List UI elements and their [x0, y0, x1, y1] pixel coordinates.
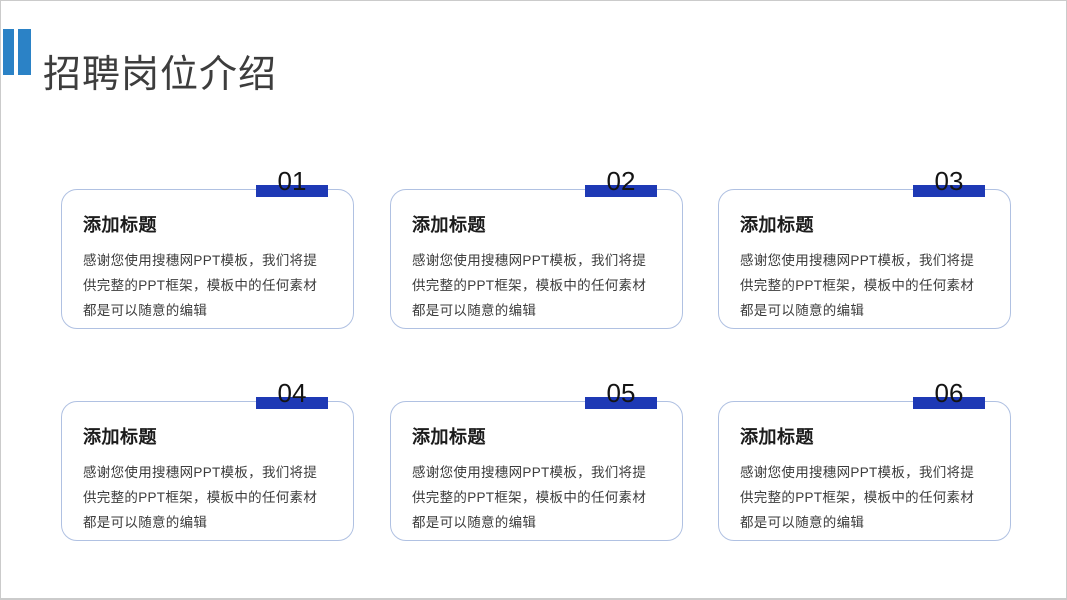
card: 添加标题 感谢您使用搜穗网PPT模板，我们将提供完整的PPT框架，模板中的任何素…	[718, 189, 1011, 329]
card-title: 添加标题	[740, 427, 814, 447]
number-underline-bar	[913, 397, 985, 409]
number-underline-bar	[256, 397, 328, 409]
card-title: 添加标题	[740, 215, 814, 235]
page-title: 招聘岗位介绍	[43, 54, 278, 97]
number-underline-bar	[256, 185, 328, 197]
card: 添加标题 感谢您使用搜穗网PPT模板，我们将提供完整的PPT框架，模板中的任何素…	[390, 189, 683, 329]
card-body: 感谢您使用搜穗网PPT模板，我们将提供完整的PPT框架，模板中的任何素材都是可以…	[740, 253, 975, 318]
card-number: 05	[606, 378, 636, 408]
card: 添加标题 感谢您使用搜穗网PPT模板，我们将提供完整的PPT框架，模板中的任何素…	[61, 401, 354, 541]
card-cell-2: 添加标题 感谢您使用搜穗网PPT模板，我们将提供完整的PPT框架，模板中的任何素…	[390, 166, 683, 334]
card-body: 感谢您使用搜穗网PPT模板，我们将提供完整的PPT框架，模板中的任何素材都是可以…	[740, 465, 975, 530]
card-cell-3: 添加标题 感谢您使用搜穗网PPT模板，我们将提供完整的PPT框架，模板中的任何素…	[718, 166, 1011, 334]
card-body: 感谢您使用搜穗网PPT模板，我们将提供完整的PPT框架，模板中的任何素材都是可以…	[83, 465, 318, 530]
card-cell-6: 添加标题 感谢您使用搜穗网PPT模板，我们将提供完整的PPT框架，模板中的任何素…	[718, 378, 1011, 546]
card-title: 添加标题	[83, 427, 157, 447]
card-number-group: 04	[256, 378, 328, 409]
card-cell-1: 添加标题 感谢您使用搜穗网PPT模板，我们将提供完整的PPT框架，模板中的任何素…	[61, 166, 354, 334]
card: 添加标题 感谢您使用搜穗网PPT模板，我们将提供完整的PPT框架，模板中的任何素…	[61, 189, 354, 329]
card: 添加标题 感谢您使用搜穗网PPT模板，我们将提供完整的PPT框架，模板中的任何素…	[390, 401, 683, 541]
number-underline-bar	[585, 397, 657, 409]
card-number-group: 05	[585, 378, 657, 409]
card-number-group: 01	[256, 166, 328, 197]
card-body: 感谢您使用搜穗网PPT模板，我们将提供完整的PPT框架，模板中的任何素材都是可以…	[83, 253, 318, 318]
title-accent-bar	[18, 29, 31, 75]
card-number-group: 06	[913, 378, 985, 409]
card-cell-4: 添加标题 感谢您使用搜穗网PPT模板，我们将提供完整的PPT框架，模板中的任何素…	[61, 378, 354, 546]
card-number: 02	[606, 166, 636, 196]
card-title: 添加标题	[412, 215, 486, 235]
number-underline-bar	[585, 185, 657, 197]
number-underline-bar	[913, 185, 985, 197]
card-title: 添加标题	[83, 215, 157, 235]
title-accent-bar	[3, 29, 14, 75]
card-body: 感谢您使用搜穗网PPT模板，我们将提供完整的PPT框架，模板中的任何素材都是可以…	[412, 465, 647, 530]
card-number: 04	[277, 378, 307, 408]
card-number: 01	[277, 166, 307, 196]
card: 添加标题 感谢您使用搜穗网PPT模板，我们将提供完整的PPT框架，模板中的任何素…	[718, 401, 1011, 541]
card-title: 添加标题	[412, 427, 486, 447]
card-body: 感谢您使用搜穗网PPT模板，我们将提供完整的PPT框架，模板中的任何素材都是可以…	[412, 253, 647, 318]
card-number-group: 03	[913, 166, 985, 197]
card-cell-5: 添加标题 感谢您使用搜穗网PPT模板，我们将提供完整的PPT框架，模板中的任何素…	[390, 378, 683, 546]
card-number: 03	[934, 166, 964, 196]
card-number: 06	[934, 378, 964, 408]
card-number-group: 02	[585, 166, 657, 197]
